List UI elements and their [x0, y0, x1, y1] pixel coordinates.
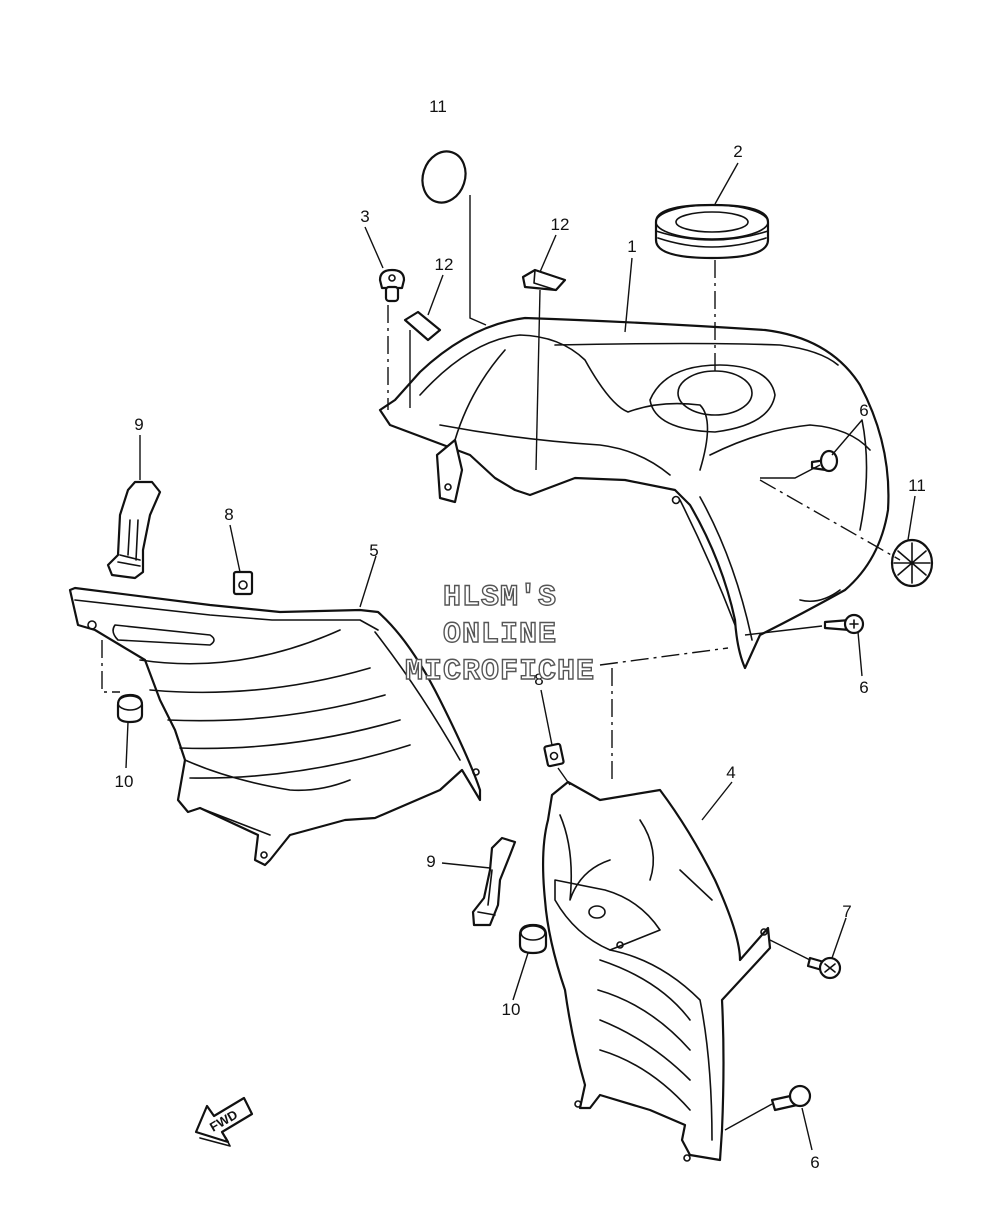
- callout-1: 1: [627, 237, 636, 256]
- callout-7: 7: [842, 902, 851, 921]
- callout-8-left: 8: [224, 505, 233, 524]
- callout-6-middle: 6: [859, 678, 868, 697]
- right-side-cover-part: [542, 780, 772, 1162]
- strap-clip-part-right: [471, 836, 517, 927]
- pad-part-upper: [421, 150, 467, 204]
- callout-8-right: 8: [534, 670, 543, 689]
- callout-9-left: 9: [134, 415, 143, 434]
- screw-part-lower: [770, 1084, 812, 1112]
- callout-2: 2: [733, 142, 742, 161]
- collar-part-right: [518, 923, 548, 955]
- screw-part-upper: [810, 449, 839, 473]
- watermark-line-2: ONLINE: [443, 618, 557, 652]
- assembly-lines: [101, 260, 901, 780]
- damper-part-right: [521, 268, 567, 292]
- callout-numbers: 11 2 3 12 12 1 6 11 9 8 5 6 8 10 4 9 7 1…: [115, 97, 926, 1172]
- callout-4: 4: [726, 763, 735, 782]
- nut-clip-part-left: [232, 570, 254, 596]
- pad-part-right: [890, 538, 934, 588]
- callout-11-right: 11: [908, 476, 926, 495]
- callout-11-upper: 11: [429, 97, 447, 116]
- screw-part-middle: [823, 613, 865, 635]
- callout-12-left: 12: [435, 255, 454, 274]
- callout-9-right: 9: [426, 852, 435, 871]
- callout-3: 3: [360, 207, 369, 226]
- callout-6-lower: 6: [810, 1153, 819, 1172]
- nut-clip-part-right: [543, 742, 565, 768]
- grommet-ring-part: [654, 203, 770, 260]
- strap-clip-part-left: [106, 480, 162, 580]
- left-side-cover-part: [68, 586, 482, 867]
- damper-part-left: [403, 310, 442, 342]
- collar-part-left: [116, 693, 144, 724]
- watermark: HLSM'S ONLINE MICROFICHE: [404, 580, 595, 689]
- screw-part-side: [806, 956, 842, 980]
- forward-arrow-icon: FWD: [194, 1096, 254, 1147]
- callout-5: 5: [369, 541, 378, 560]
- tank-cover-part: [378, 316, 890, 670]
- watermark-line-1: HLSM'S: [443, 581, 557, 615]
- callout-12-right: 12: [551, 215, 570, 234]
- bolt-part: [378, 268, 406, 303]
- callout-10-left: 10: [115, 772, 134, 791]
- watermark-line-3: MICROFICHE: [405, 655, 595, 689]
- callout-6-upper: 6: [859, 401, 868, 420]
- leader-lines: [125, 162, 916, 1151]
- callout-10-right: 10: [502, 1000, 521, 1019]
